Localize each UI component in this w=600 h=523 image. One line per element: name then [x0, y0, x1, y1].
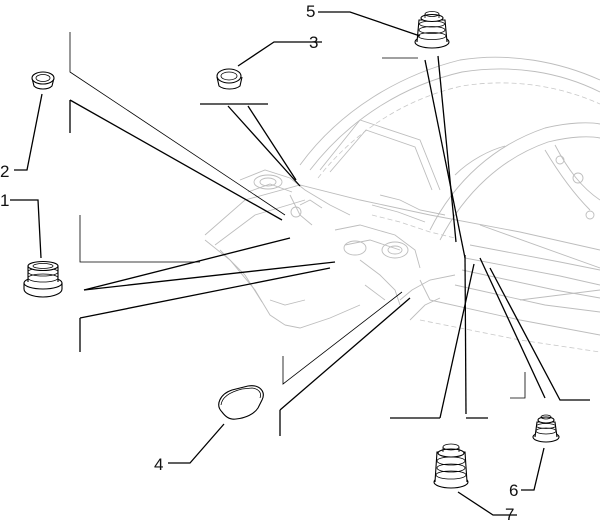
part-7-ribbed-plug: [433, 443, 469, 489]
part-2-cup-plug: [31, 71, 55, 90]
callout-7: 7: [505, 505, 514, 523]
part-3-cup-plug: [216, 68, 243, 90]
callout-5: 5: [306, 2, 315, 21]
callout-3: 3: [309, 33, 318, 52]
part-5-ribbed-plug: [414, 11, 450, 49]
callout-labels: 1 2 3 4 5 6 7: [0, 2, 518, 523]
callout-6: 6: [509, 481, 518, 500]
callout-4: 4: [154, 455, 163, 474]
leader-lines: [10, 11, 590, 516]
vehicle-body-outline: [204, 56, 600, 353]
part-4-oval-plug: [218, 385, 264, 420]
part-1-ribbed-plug: [23, 260, 63, 298]
part-6-ribbed-plug: [532, 414, 560, 443]
callout-1: 1: [0, 191, 9, 210]
callout-2: 2: [0, 162, 9, 181]
